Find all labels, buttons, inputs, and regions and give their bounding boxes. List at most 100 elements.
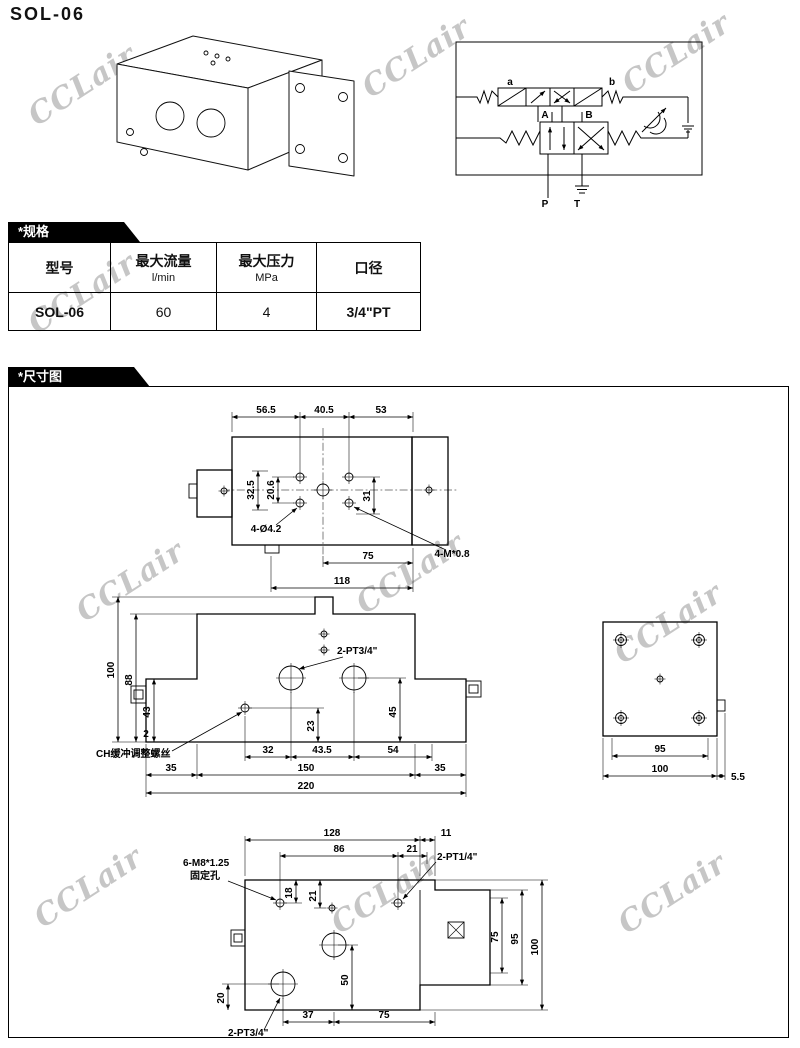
spring-symbol: [456, 89, 499, 105]
flange-bolt-hole: [338, 92, 348, 102]
dim-label: 75: [362, 551, 374, 562]
dim-label: 40.5: [314, 405, 334, 416]
bolt-hole: [690, 631, 708, 649]
cell-model: SOL-06: [8, 292, 111, 331]
holes-callout: 4-Ø4.2: [251, 524, 282, 535]
cushion-screw-callout: CH缓冲调整螺丝: [96, 747, 170, 760]
pilot-port-hole: [390, 895, 406, 911]
port-label-P: P: [542, 199, 549, 210]
pilot-port-hole: [318, 644, 330, 656]
thread-callout: 4-M*0.8: [434, 549, 469, 560]
valve-body-outline: [145, 596, 467, 743]
dim-label: 100: [530, 938, 541, 955]
dim-label: 5.5: [731, 772, 745, 783]
port-circle: [155, 101, 185, 131]
dim-label: 100: [652, 764, 669, 775]
dim-label: 31: [362, 490, 373, 502]
end-plate-outline: [602, 621, 718, 737]
dim-label: 50: [340, 974, 351, 986]
dim-label: 20.6: [266, 480, 277, 500]
dim-label: 11: [441, 828, 452, 839]
dim-label: 18: [284, 887, 295, 899]
throttle-symbol: [649, 117, 667, 135]
port-label-B: B: [585, 110, 592, 121]
dim-label: 32.5: [246, 480, 257, 500]
fixing-holes-callout: 固定孔: [190, 869, 220, 882]
dim-label: 220: [298, 781, 315, 792]
bolt-hole: [612, 631, 630, 649]
dim-label: 21: [308, 890, 319, 902]
spring-symbol: [601, 89, 640, 105]
mounting-hole: [341, 495, 357, 511]
bolt-hole: [690, 709, 708, 727]
flange-bolt-hole: [338, 153, 348, 163]
dimensions-section-header: *尺寸图: [8, 367, 150, 387]
valve-body-isometric: [116, 35, 355, 177]
dim-label: 37: [302, 1010, 314, 1021]
dim-label: 100: [106, 661, 117, 678]
port-label-A: A: [541, 110, 548, 121]
port-callout: 2-PT3/4": [228, 1028, 269, 1039]
spec-data-row: SOL-06 60 4 3/4"PT: [8, 292, 421, 331]
dim-label: 35: [165, 763, 177, 774]
isometric-view: [116, 35, 355, 177]
fixing-hole: [326, 902, 338, 914]
port-label-b: b: [609, 77, 615, 88]
port-label-a: a: [507, 77, 513, 88]
fixing-holes-callout: 6-M8*1.25: [183, 858, 230, 869]
header-model: 型号: [8, 242, 111, 293]
dim-label: 95: [510, 933, 521, 945]
dim-label: 20: [216, 992, 227, 1004]
mounting-hole: [292, 495, 308, 511]
dim-label: 118: [334, 576, 351, 587]
dim-label: 95: [654, 744, 666, 755]
hydraulic-circuit-diagram: a b A B P T: [455, 41, 703, 210]
dim-label: 88: [124, 674, 135, 686]
dim-label: 45: [388, 706, 399, 718]
front-view-drawing: 100 88 43 2 2-PT3/4" 45 23 32 43.5 54 35…: [96, 596, 482, 797]
center-hole: [313, 480, 333, 500]
schematic-border: [455, 41, 703, 176]
tank-symbol: [682, 125, 694, 133]
cell-max-flow: 60: [110, 292, 217, 331]
dimensions-frame: [8, 386, 789, 1038]
dim-label: 86: [333, 844, 345, 855]
cell-port-size: 3/4"PT: [316, 292, 421, 331]
bolt-hole: [612, 709, 630, 727]
pilot-port-hole: [318, 628, 330, 640]
mounting-hole: [292, 469, 308, 485]
bottom-view-drawing: 128 11 86 21 2-PT1/4" 6-M8*1.25 固定孔 18 2…: [183, 828, 548, 1039]
top-view-drawing: 56.5 40.5 53 32.5 20.6 31 4-Ø4.2 4-M*0.8…: [188, 405, 470, 592]
port-circle: [196, 108, 226, 138]
flange-bolt-hole: [295, 83, 305, 93]
port-callout: 2-PT1/4": [437, 852, 478, 863]
dim-label: 53: [375, 405, 387, 416]
mounting-hole: [341, 469, 357, 485]
port-callout: 2-PT3/4": [337, 646, 378, 657]
main-port: [275, 662, 307, 694]
dim-label: 43: [142, 706, 153, 718]
dim-label: 54: [387, 745, 399, 756]
dim-label: 43.5: [312, 745, 332, 756]
header-port-size: 口径: [316, 242, 421, 293]
side-view-drawing: 95 100 5.5: [602, 621, 745, 783]
dim-label: 56.5: [256, 405, 276, 416]
center-hole: [654, 673, 666, 685]
dim-label: 75: [378, 1010, 390, 1021]
spring-symbol: [607, 129, 650, 147]
dim-label: 35: [434, 763, 446, 774]
spec-section-header: *规格: [8, 222, 140, 242]
dim-label: 21: [406, 844, 418, 855]
cell-max-pressure: 4: [216, 292, 317, 331]
page-title: SOL-06: [10, 4, 86, 24]
end-flange: [288, 70, 355, 177]
dim-label: 32: [262, 745, 274, 756]
dim-label: 128: [324, 828, 341, 839]
flange-bolt-hole: [295, 144, 305, 154]
port-label-T: T: [574, 199, 580, 210]
dim-label: 150: [298, 763, 315, 774]
